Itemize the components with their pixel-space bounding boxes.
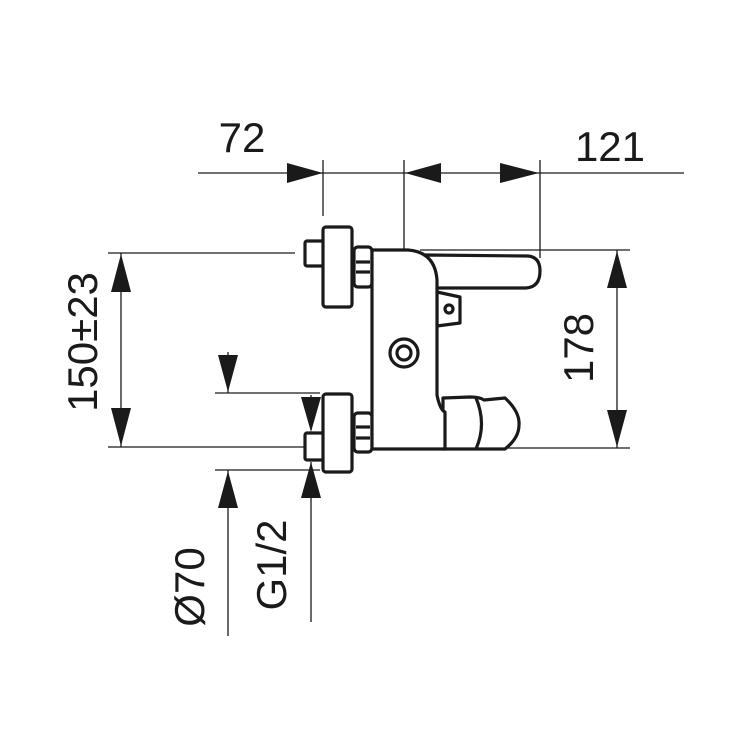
rosette-dimension bbox=[215, 352, 320, 636]
upper-rosette bbox=[321, 225, 354, 309]
arrow-up-icon bbox=[111, 254, 131, 292]
arrow-right-icon bbox=[500, 163, 539, 183]
dim-label-72: 72 bbox=[219, 114, 266, 161]
arrow-right-icon bbox=[287, 163, 323, 183]
height-dimension bbox=[420, 249, 630, 449]
arrow-down-icon bbox=[301, 397, 321, 432]
arrow-down-icon bbox=[607, 410, 627, 447]
lower-nut bbox=[352, 411, 374, 454]
dim-label-121: 121 bbox=[575, 123, 645, 170]
arrow-down-icon bbox=[218, 355, 238, 392]
arrow-up-icon bbox=[218, 471, 238, 508]
lower-rosette bbox=[321, 392, 354, 474]
arrow-down-icon bbox=[111, 408, 131, 446]
dim-label-150: 150±23 bbox=[59, 272, 106, 412]
top-dimension bbox=[198, 160, 684, 353]
arrow-left-icon bbox=[405, 163, 441, 183]
dim-label-g12: G1/2 bbox=[248, 519, 295, 610]
diverter-knob-icon bbox=[443, 303, 455, 315]
lever-handle bbox=[423, 253, 542, 290]
spout-seam bbox=[474, 397, 484, 450]
arrow-up-icon bbox=[301, 462, 321, 498]
thread-dimension bbox=[301, 395, 321, 622]
arrow-up-icon bbox=[607, 251, 627, 288]
dim-label-178: 178 bbox=[555, 313, 602, 383]
dim-label-d70: Ø70 bbox=[166, 547, 213, 626]
upper-nut bbox=[352, 245, 374, 289]
mixer-fixture bbox=[303, 225, 542, 474]
centres-dimension bbox=[108, 252, 305, 448]
center-mark-inner-icon bbox=[395, 344, 413, 362]
